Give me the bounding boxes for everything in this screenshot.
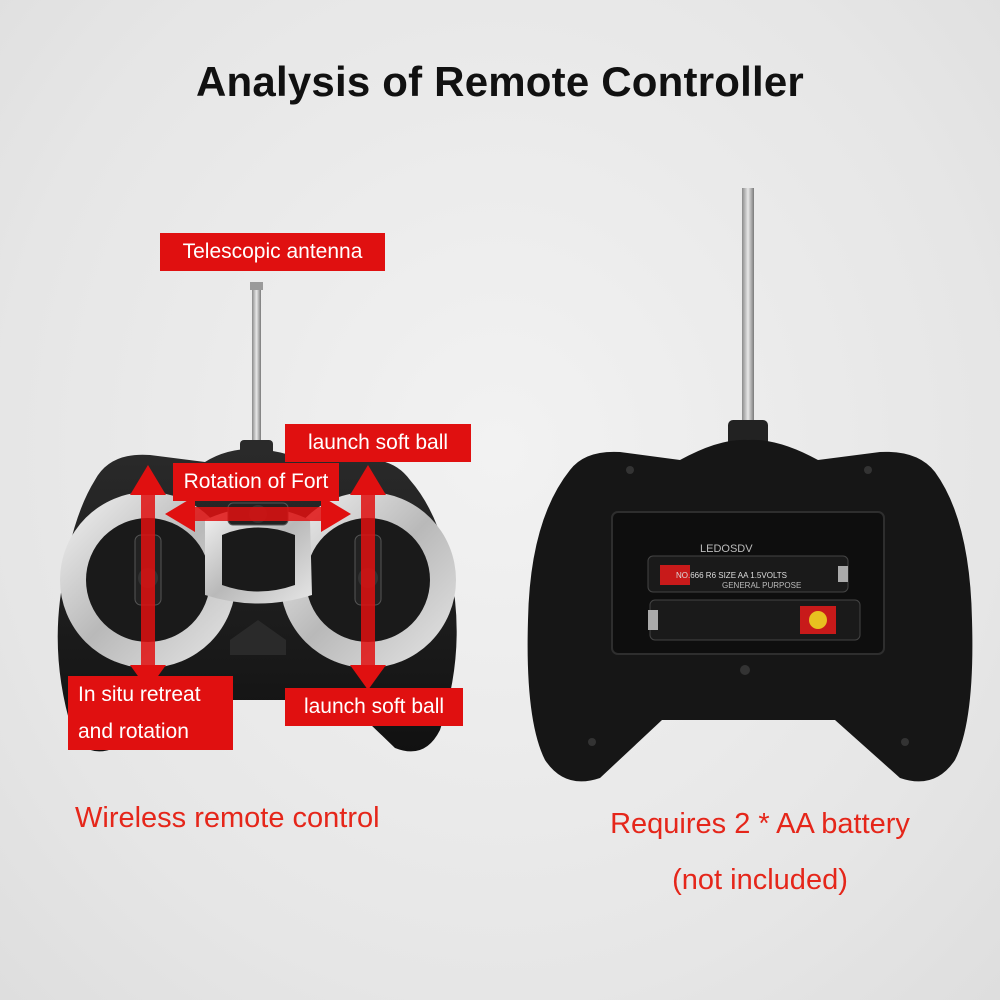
label-in-situ-line2: and rotation — [78, 720, 189, 743]
battery-purpose: GENERAL PURPOSE — [722, 581, 801, 590]
telescopic-antenna-right — [728, 188, 768, 450]
battery-spec: NO.666 R6 SIZE AA 1.5VOLTS — [676, 571, 787, 580]
label-telescopic-antenna: Telescopic antenna — [160, 233, 385, 271]
page-title: Analysis of Remote Controller — [196, 58, 804, 105]
battery-top — [647, 555, 849, 593]
caption-battery-requirement: Requires 2 * AA battery — [610, 808, 910, 840]
label-in-situ-line1: In situ retreat — [78, 683, 201, 706]
battery-bottom — [648, 599, 861, 641]
label-launch-soft-ball-bottom: launch soft ball — [285, 688, 463, 726]
caption-not-included: (not included) — [672, 864, 848, 896]
label-launch-soft-ball-top: launch soft ball — [285, 424, 471, 462]
battery-brand: LEDOSDV — [700, 543, 753, 555]
direction-arrows — [130, 465, 386, 690]
caption-wireless-remote: Wireless remote control — [75, 802, 380, 834]
label-in-situ-retreat: In situ retreat and rotation — [68, 676, 233, 750]
right-controller-body — [527, 439, 973, 782]
label-rotation-of-fort: Rotation of Fort — [173, 463, 339, 501]
